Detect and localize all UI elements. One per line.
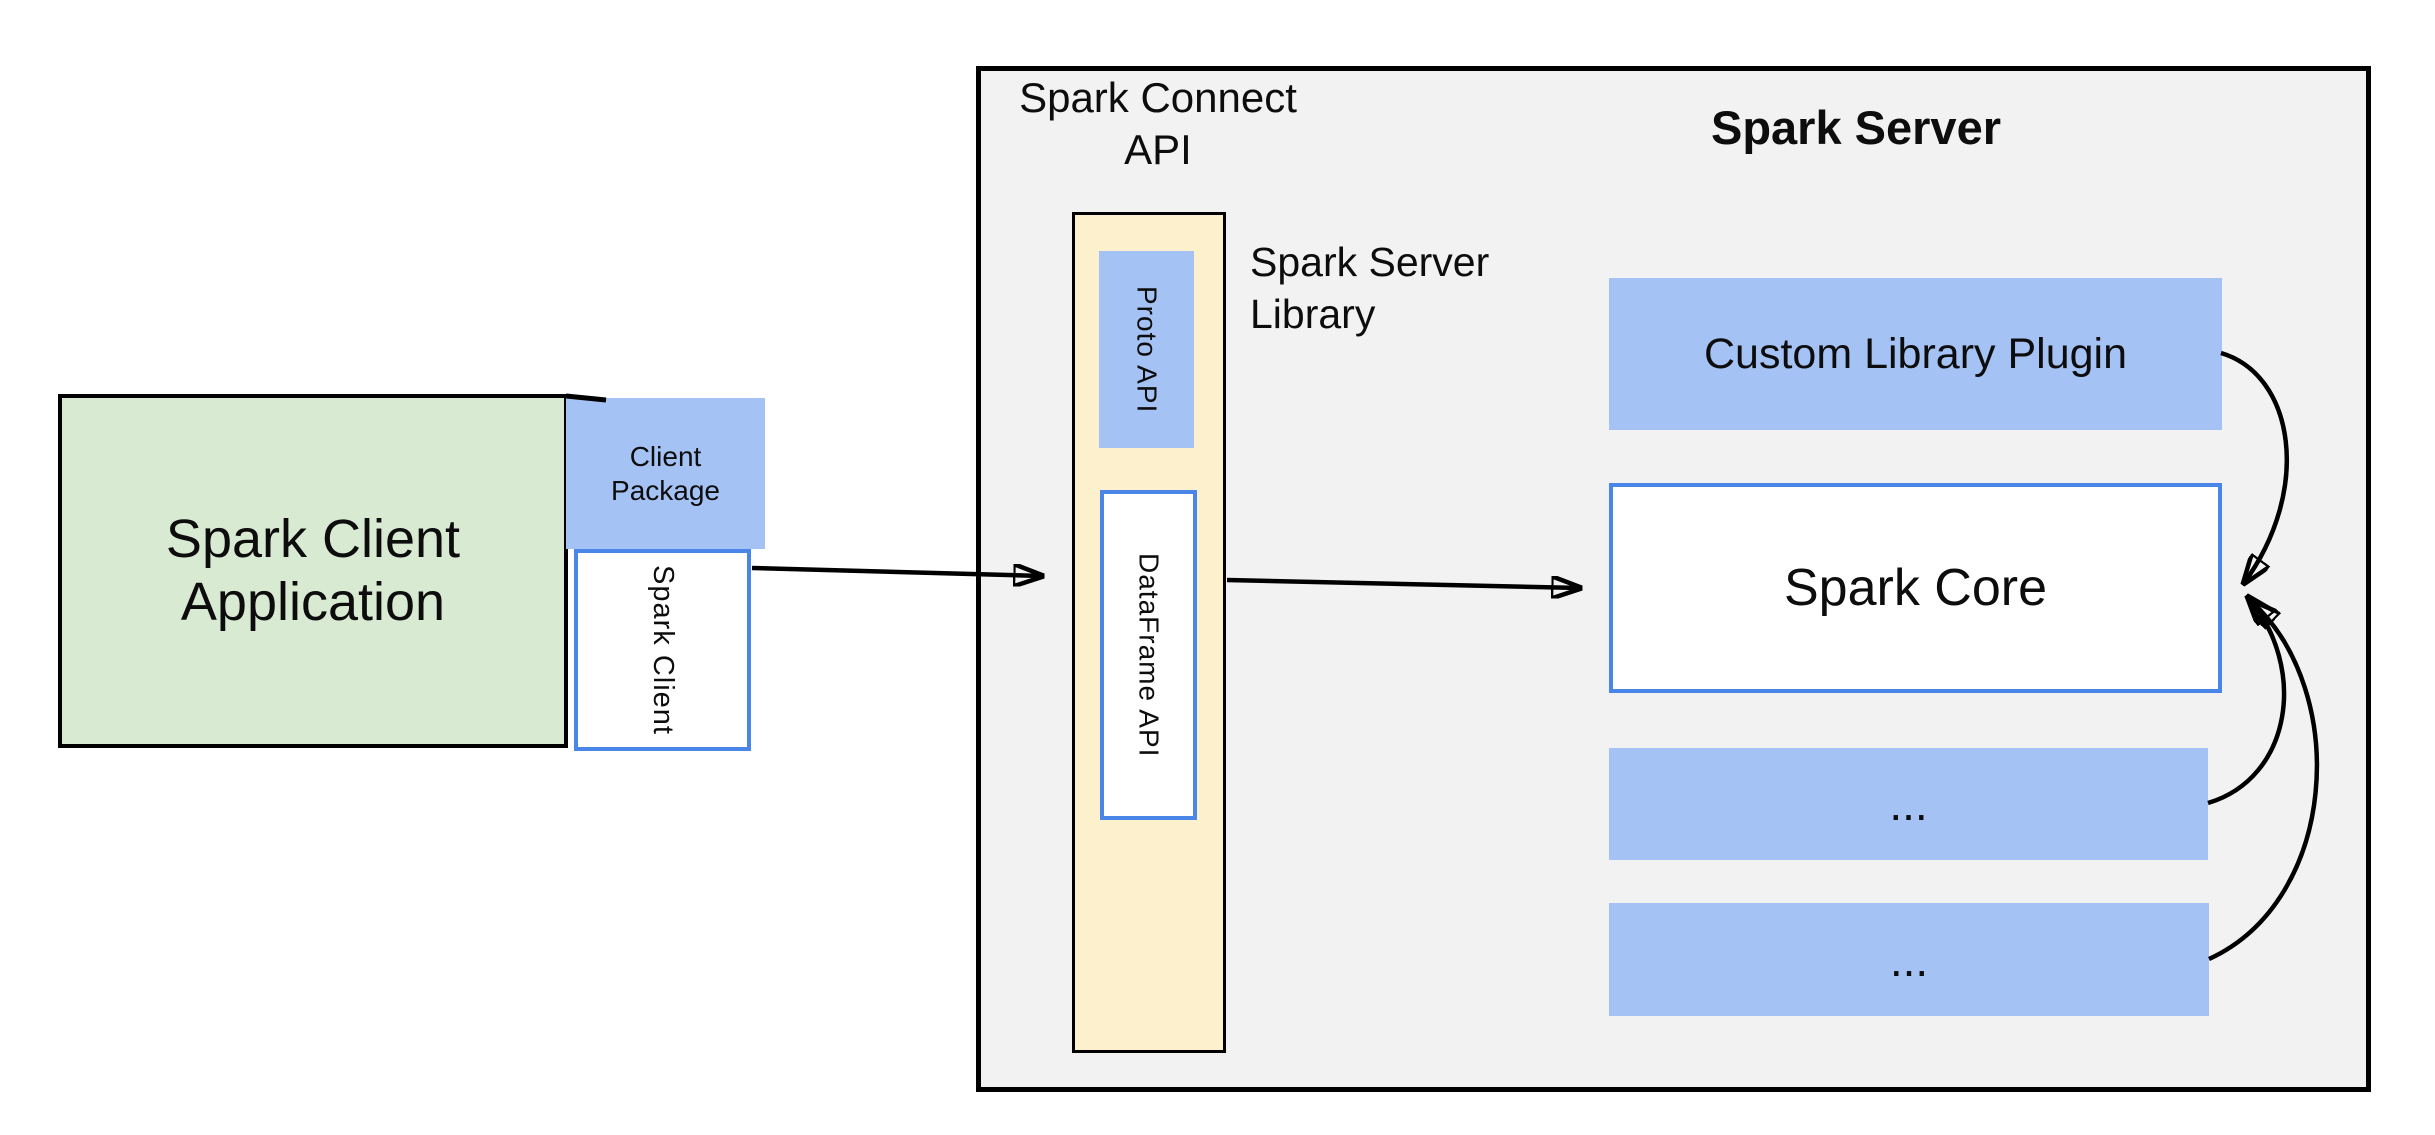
spark-connect-api-label: Spark Connect API [1019,74,1297,174]
custom-library-plugin-box: Custom Library Plugin [1609,278,2222,430]
proto-api-label: Proto API [1131,285,1163,414]
spark-client-application-label: Spark Client Application [165,509,461,632]
spark-core-label: Spark Core [1784,559,2047,617]
dataframe-api-box: DataFrame API [1100,490,1197,820]
client-package-label: Client Package [611,440,720,506]
ellipsis-label-1: ... [1889,778,1928,830]
spark-client-application-box: Spark Client Application [58,394,568,748]
server-plugin-row-1-box: ... [1609,748,2208,860]
proto-api-box: Proto API [1099,251,1194,448]
dataframe-api-label: DataFrame API [1133,552,1165,758]
custom-library-plugin-label: Custom Library Plugin [1703,329,2127,378]
spark-core-box: Spark Core [1609,483,2222,693]
spark-client-label: Spark Client [647,565,679,735]
spark-server-library-label: Spark Server Library [1250,239,1490,338]
spark-client-box: Spark Client [574,549,751,751]
server-plugin-row-2-box: ... [1609,903,2209,1016]
spark-server-title: Spark Server [1710,101,2002,154]
ellipsis-label-2: ... [1889,933,1929,986]
client-package-box: Client Package [566,398,765,549]
